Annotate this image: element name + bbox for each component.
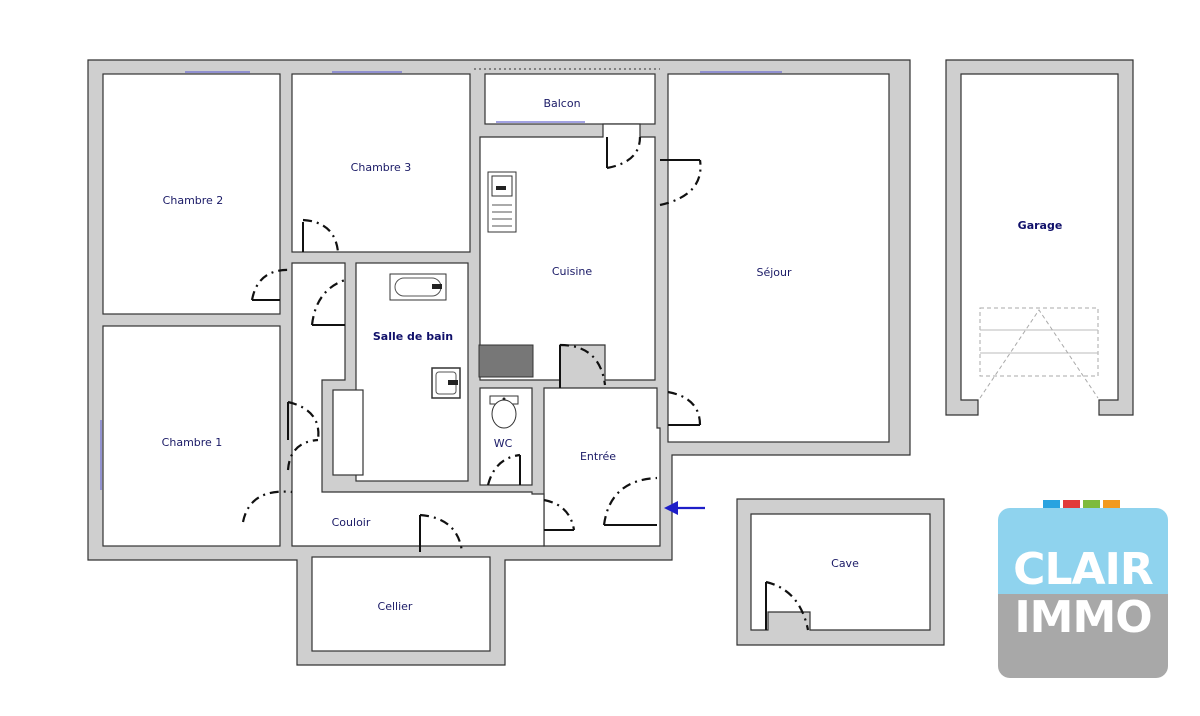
label-sejour: Séjour xyxy=(756,266,792,279)
washbasin-icon xyxy=(431,367,461,399)
label-cave: Cave xyxy=(831,557,859,570)
toilet-icon xyxy=(489,395,519,429)
apartment-walls xyxy=(87,59,911,666)
windows xyxy=(100,68,782,490)
label-entree: Entrée xyxy=(580,450,616,463)
logo-word-clair: CLAIR xyxy=(1013,544,1154,595)
label-cellier: Cellier xyxy=(378,600,413,613)
logo-top-panel xyxy=(998,508,1168,594)
cave-walls xyxy=(736,498,945,646)
label-chambre-1: Chambre 1 xyxy=(162,436,223,449)
label-garage: Garage xyxy=(1018,219,1063,232)
entry-arrow-icon xyxy=(664,501,705,515)
label-couloir: Couloir xyxy=(332,516,371,529)
label-salle-de-bain: Salle de bain xyxy=(373,330,453,343)
label-balcon: Balcon xyxy=(543,97,580,110)
doors xyxy=(241,136,702,553)
stove-icon xyxy=(478,344,534,378)
label-chambre-2: Chambre 2 xyxy=(163,194,224,207)
sink-icon xyxy=(487,171,517,233)
room-labels: Chambre 2 Chambre 3 Balcon Cuisine Séjou… xyxy=(162,97,1063,613)
logo-bottom-panel xyxy=(998,594,1168,678)
label-chambre-3: Chambre 3 xyxy=(351,161,412,174)
label-wc: WC xyxy=(494,437,513,450)
label-cuisine: Cuisine xyxy=(552,265,592,278)
clair-immo-logo: CLAIR IMMO xyxy=(998,500,1168,678)
garage-walls xyxy=(945,59,1134,416)
bathtub-icon xyxy=(389,273,447,301)
logo-word-immo: IMMO xyxy=(1014,592,1152,643)
